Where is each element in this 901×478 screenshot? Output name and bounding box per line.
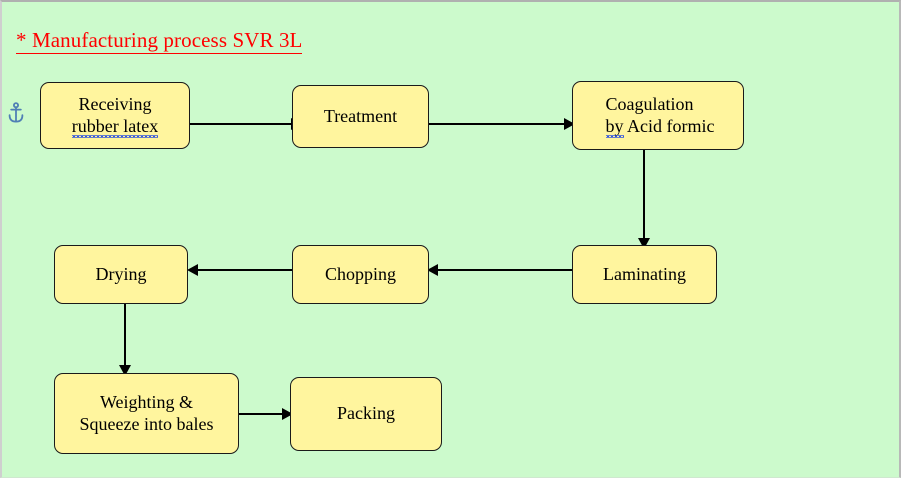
flow-node-receiving-line-1: rubber latex [71, 115, 159, 138]
flow-node-weighting-line-0: Weighting & [99, 392, 194, 413]
anchor-icon [8, 102, 24, 123]
title-text: Manufacturing process SVR 3L [31, 28, 303, 52]
flow-node-weighting[interactable]: Weighting & Squeeze into bales [54, 373, 239, 454]
page-title: * Manufacturing process SVR 3L [16, 28, 303, 54]
arrowhead-drying-to-weighting [119, 365, 131, 376]
flow-node-packing[interactable]: Packing [290, 377, 442, 451]
arrowhead-weighting-to-packing [282, 408, 293, 420]
connector-laminating-to-chopping [430, 269, 576, 271]
arrowhead-treatment-to-coagulation [564, 118, 575, 130]
flow-node-laminating-label: Laminating [603, 264, 686, 285]
flow-node-coagulation-line-1-rest: Acid formic [623, 115, 715, 136]
flow-node-treatment-label: Treatment [324, 106, 397, 127]
flow-node-coagulation[interactable]: Coagulation by Acid formic [572, 81, 744, 150]
flow-node-receiving-label: Receiving rubber latex [71, 94, 159, 138]
flow-node-coagulation-label: Coagulation by Acid formic [602, 94, 715, 138]
connector-receiving-to-treatment [188, 123, 295, 125]
flow-node-chopping-label: Chopping [325, 264, 396, 285]
flow-node-coagulation-line-1-word: by [605, 115, 624, 138]
arrowhead-coagulation-to-laminating [638, 238, 650, 249]
arrowhead-laminating-to-chopping [427, 264, 438, 276]
flow-node-coagulation-line-0: Coagulation [605, 94, 694, 115]
flow-node-chopping-line-0: Chopping [324, 263, 396, 284]
flow-node-receiving-line-0: Receiving [78, 94, 152, 115]
connector-treatment-to-coagulation [428, 123, 576, 125]
flow-node-weighting-label: Weighting & Squeeze into bales [80, 392, 214, 434]
arrowhead-chopping-to-drying [187, 264, 198, 276]
flow-node-receiving[interactable]: Receiving rubber latex [40, 82, 190, 149]
flow-node-laminating-line-0: Laminating [603, 263, 686, 284]
title-bullet: * [16, 28, 27, 52]
flow-node-treatment-line-0: Treatment [323, 105, 398, 126]
flow-node-weighting-line-1: Squeeze into bales [79, 413, 214, 434]
flow-node-chopping[interactable]: Chopping [292, 245, 429, 304]
flow-node-packing-label: Packing [337, 403, 395, 424]
connector-coagulation-to-laminating [643, 149, 645, 249]
flow-node-treatment[interactable]: Treatment [292, 85, 429, 148]
connector-weighting-to-packing [238, 413, 294, 415]
flow-node-drying-label: Drying [96, 264, 147, 285]
connector-drying-to-weighting [124, 303, 126, 377]
flow-node-laminating[interactable]: Laminating [572, 245, 717, 304]
flow-node-drying-line-0: Drying [95, 263, 147, 284]
flow-node-packing-line-0: Packing [337, 403, 395, 424]
connector-chopping-to-drying [190, 269, 294, 271]
flow-node-drying[interactable]: Drying [54, 245, 188, 304]
